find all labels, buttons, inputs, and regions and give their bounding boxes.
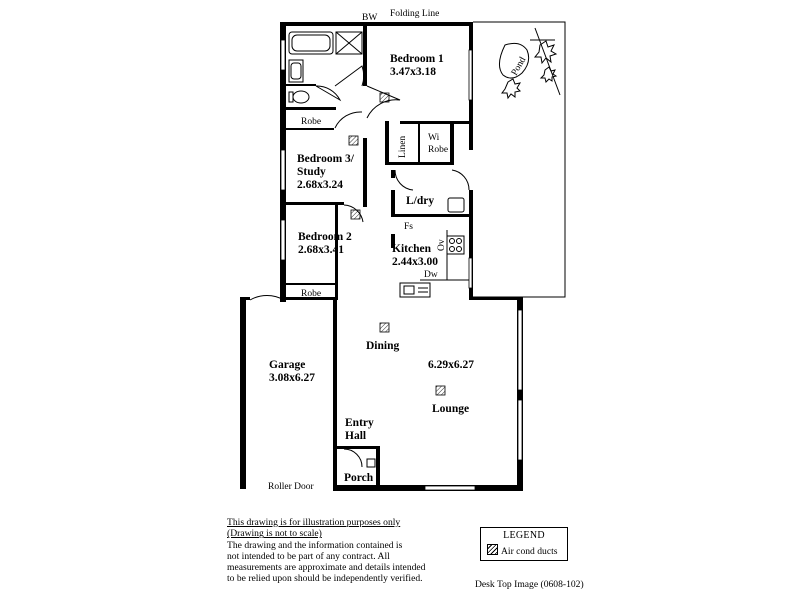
disclaimer-line-1: This drawing is for illustration purpose… — [227, 517, 401, 528]
bedroom2-name: Bedroom 2 — [298, 231, 352, 243]
porch-label: Porch — [344, 472, 374, 484]
dining-label: Dining — [366, 340, 399, 352]
entry-hall-label-2: Hall — [345, 430, 366, 442]
bedroom2-size: 2.68x3.41 — [298, 244, 344, 256]
air-cond-duct-icon — [487, 544, 498, 555]
disclaimer-line-2: (Drawing is not to scale) — [227, 528, 322, 540]
legend-title: LEGEND — [503, 530, 545, 541]
porch-step — [366, 458, 376, 468]
legend-row: Air cond ducts — [487, 544, 558, 557]
disclaimer-line-3: The drawing and the information containe… — [227, 539, 403, 551]
robe-top-label: Robe — [301, 117, 321, 127]
roller-door-label: Roller Door — [268, 482, 314, 492]
robe-bottom-label: Robe — [301, 289, 321, 299]
bedroom1-size: 3.47x3.18 — [390, 66, 436, 78]
air-cond-ducts — [348, 92, 446, 396]
fs-label: Fs — [404, 222, 413, 232]
legend: LEGEND Air cond ducts — [480, 527, 568, 561]
interior-walls — [286, 26, 473, 491]
kitchen-name: Kitchen — [392, 243, 432, 255]
bathroom-fixtures — [288, 31, 363, 104]
legend-air-cond-label: Air cond ducts — [501, 546, 558, 557]
lounge-label: Lounge — [432, 403, 469, 415]
folding-line-label: Folding Line — [390, 9, 439, 19]
bedroom3-name-2: Study — [297, 166, 326, 178]
ov-label: Ov — [437, 239, 447, 251]
kitchen-size: 2.44x3.00 — [392, 256, 438, 268]
bedroom3-name-1: Bedroom 3/ — [297, 153, 355, 165]
garage-name: Garage — [269, 359, 305, 371]
disclaimer-line-6: to be relied upon should be independentl… — [227, 573, 423, 585]
living-size: 6.29x6.27 — [428, 359, 474, 371]
pond-label: Pond — [510, 55, 529, 77]
outdoor-area — [473, 21, 566, 298]
disclaimer-line-5: measurements are approximate and details… — [227, 562, 426, 574]
laundry-label: L/dry — [406, 195, 434, 207]
disclaimer-line-4: not intended to be part of any contract.… — [227, 550, 390, 562]
bw-label: BW — [362, 13, 377, 23]
entry-hall-label-1: Entry — [345, 417, 374, 429]
linen-label: Linen — [398, 136, 408, 158]
dw-label: Dw — [424, 270, 438, 280]
bedroom3-size: 2.68x3.24 — [297, 179, 343, 191]
wi-robe-label-1: Wi — [428, 133, 440, 143]
kitchen-fixtures — [399, 197, 469, 298]
bedroom1-name: Bedroom 1 — [390, 53, 444, 65]
wi-robe-label-2: Robe — [428, 145, 448, 155]
windows — [280, 39, 523, 491]
image-reference: Desk Top Image (0608-102) — [475, 579, 584, 590]
disclaimer: This drawing is for illustration purpose… — [227, 517, 467, 585]
garage-size: 3.08x6.27 — [269, 372, 315, 384]
